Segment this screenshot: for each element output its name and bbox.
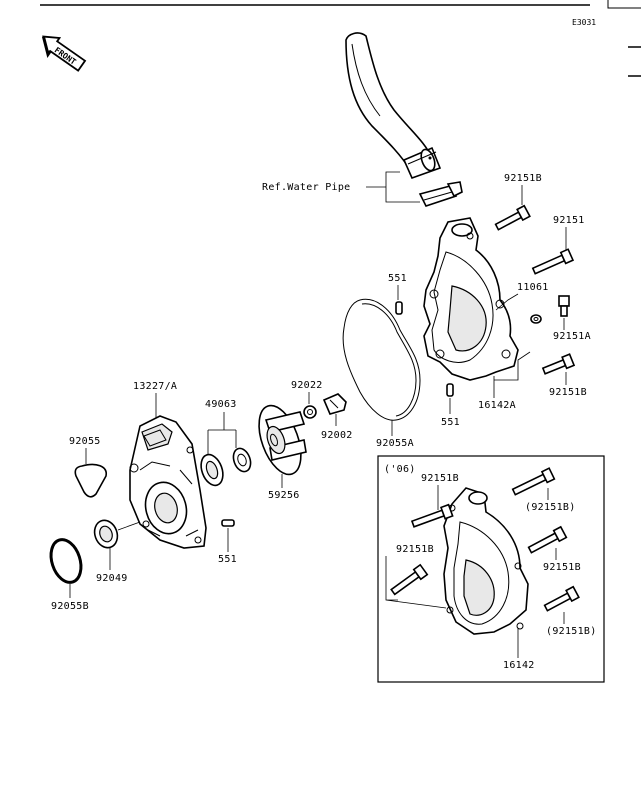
bolt-inset-b bbox=[511, 467, 556, 496]
inset-box-2006 bbox=[377, 455, 605, 683]
oil-seal-92049 bbox=[93, 519, 119, 549]
water-pump-cover-16142A bbox=[423, 217, 519, 381]
label-92055B: 92055B bbox=[51, 601, 89, 612]
label-13227A: 13227/A bbox=[133, 381, 177, 392]
corner-frame bbox=[607, 0, 641, 9]
label-16142: 16142 bbox=[503, 660, 535, 671]
label-inset-92151B-a: 92151B bbox=[421, 473, 459, 484]
label-92055A: 92055A bbox=[376, 438, 414, 449]
mechanical-seal-49063 bbox=[200, 447, 252, 487]
bolt-92151A bbox=[558, 295, 570, 317]
label-49063: 49063 bbox=[205, 399, 237, 410]
hose-clamp bbox=[418, 181, 463, 207]
label-551-cover: 551 bbox=[218, 554, 237, 565]
label-ref-water-pipe: Ref.Water Pipe bbox=[262, 182, 351, 193]
dowel-pin-551-cover bbox=[221, 519, 235, 527]
bolt-inset-a bbox=[410, 503, 454, 528]
label-16142A: 16142A bbox=[478, 400, 516, 411]
impeller-59256 bbox=[258, 404, 307, 476]
water-pipe-hose bbox=[345, 32, 442, 180]
bolt-92151B-top bbox=[494, 204, 531, 231]
o-ring-92055B bbox=[49, 538, 83, 584]
label-551-bottom: 551 bbox=[441, 417, 460, 428]
label-inset-92151B-paren-a: (92151B) bbox=[525, 502, 576, 513]
label-92055: 92055 bbox=[69, 436, 101, 447]
label-92151-top: 92151 bbox=[553, 215, 585, 226]
bolt-inset-d bbox=[527, 525, 568, 554]
bolt-inset-e bbox=[543, 585, 580, 612]
gasket-92055 bbox=[74, 463, 107, 498]
washer-11061 bbox=[530, 314, 542, 324]
label-92151B-top: 92151B bbox=[504, 173, 542, 184]
bolt-92151-top bbox=[531, 248, 575, 275]
bolt-92002 bbox=[322, 393, 347, 415]
label-92022: 92022 bbox=[291, 380, 323, 391]
label-92002: 92002 bbox=[321, 430, 353, 441]
label-92049: 92049 bbox=[96, 573, 128, 584]
label-92151B-mid: 92151B bbox=[549, 387, 587, 398]
label-551-left: 551 bbox=[388, 273, 407, 284]
dowel-pin-551-bottom bbox=[446, 383, 454, 397]
bolt-inset-c bbox=[390, 563, 429, 596]
gasket-92055A bbox=[342, 298, 421, 421]
water-pump-cover-16142 bbox=[443, 487, 529, 635]
diagram-code: E3031 bbox=[572, 18, 596, 27]
dowel-pin-551-left bbox=[395, 301, 403, 315]
bolt-92151B-mid bbox=[541, 353, 576, 375]
label-inset-92151B-b: 92151B bbox=[396, 544, 434, 555]
inset-label: ('06) bbox=[384, 464, 416, 475]
label-11061: 11061 bbox=[517, 282, 549, 293]
label-inset-92151B-paren-b: (92151B) bbox=[546, 626, 597, 637]
front-arrow-icon: FRONT bbox=[41, 35, 87, 72]
label-59256: 59256 bbox=[268, 490, 300, 501]
pump-body-13227A bbox=[129, 415, 207, 549]
washer-92022 bbox=[303, 405, 317, 419]
label-92151A: 92151A bbox=[553, 331, 591, 342]
label-inset-92151B-c: 92151B bbox=[543, 562, 581, 573]
